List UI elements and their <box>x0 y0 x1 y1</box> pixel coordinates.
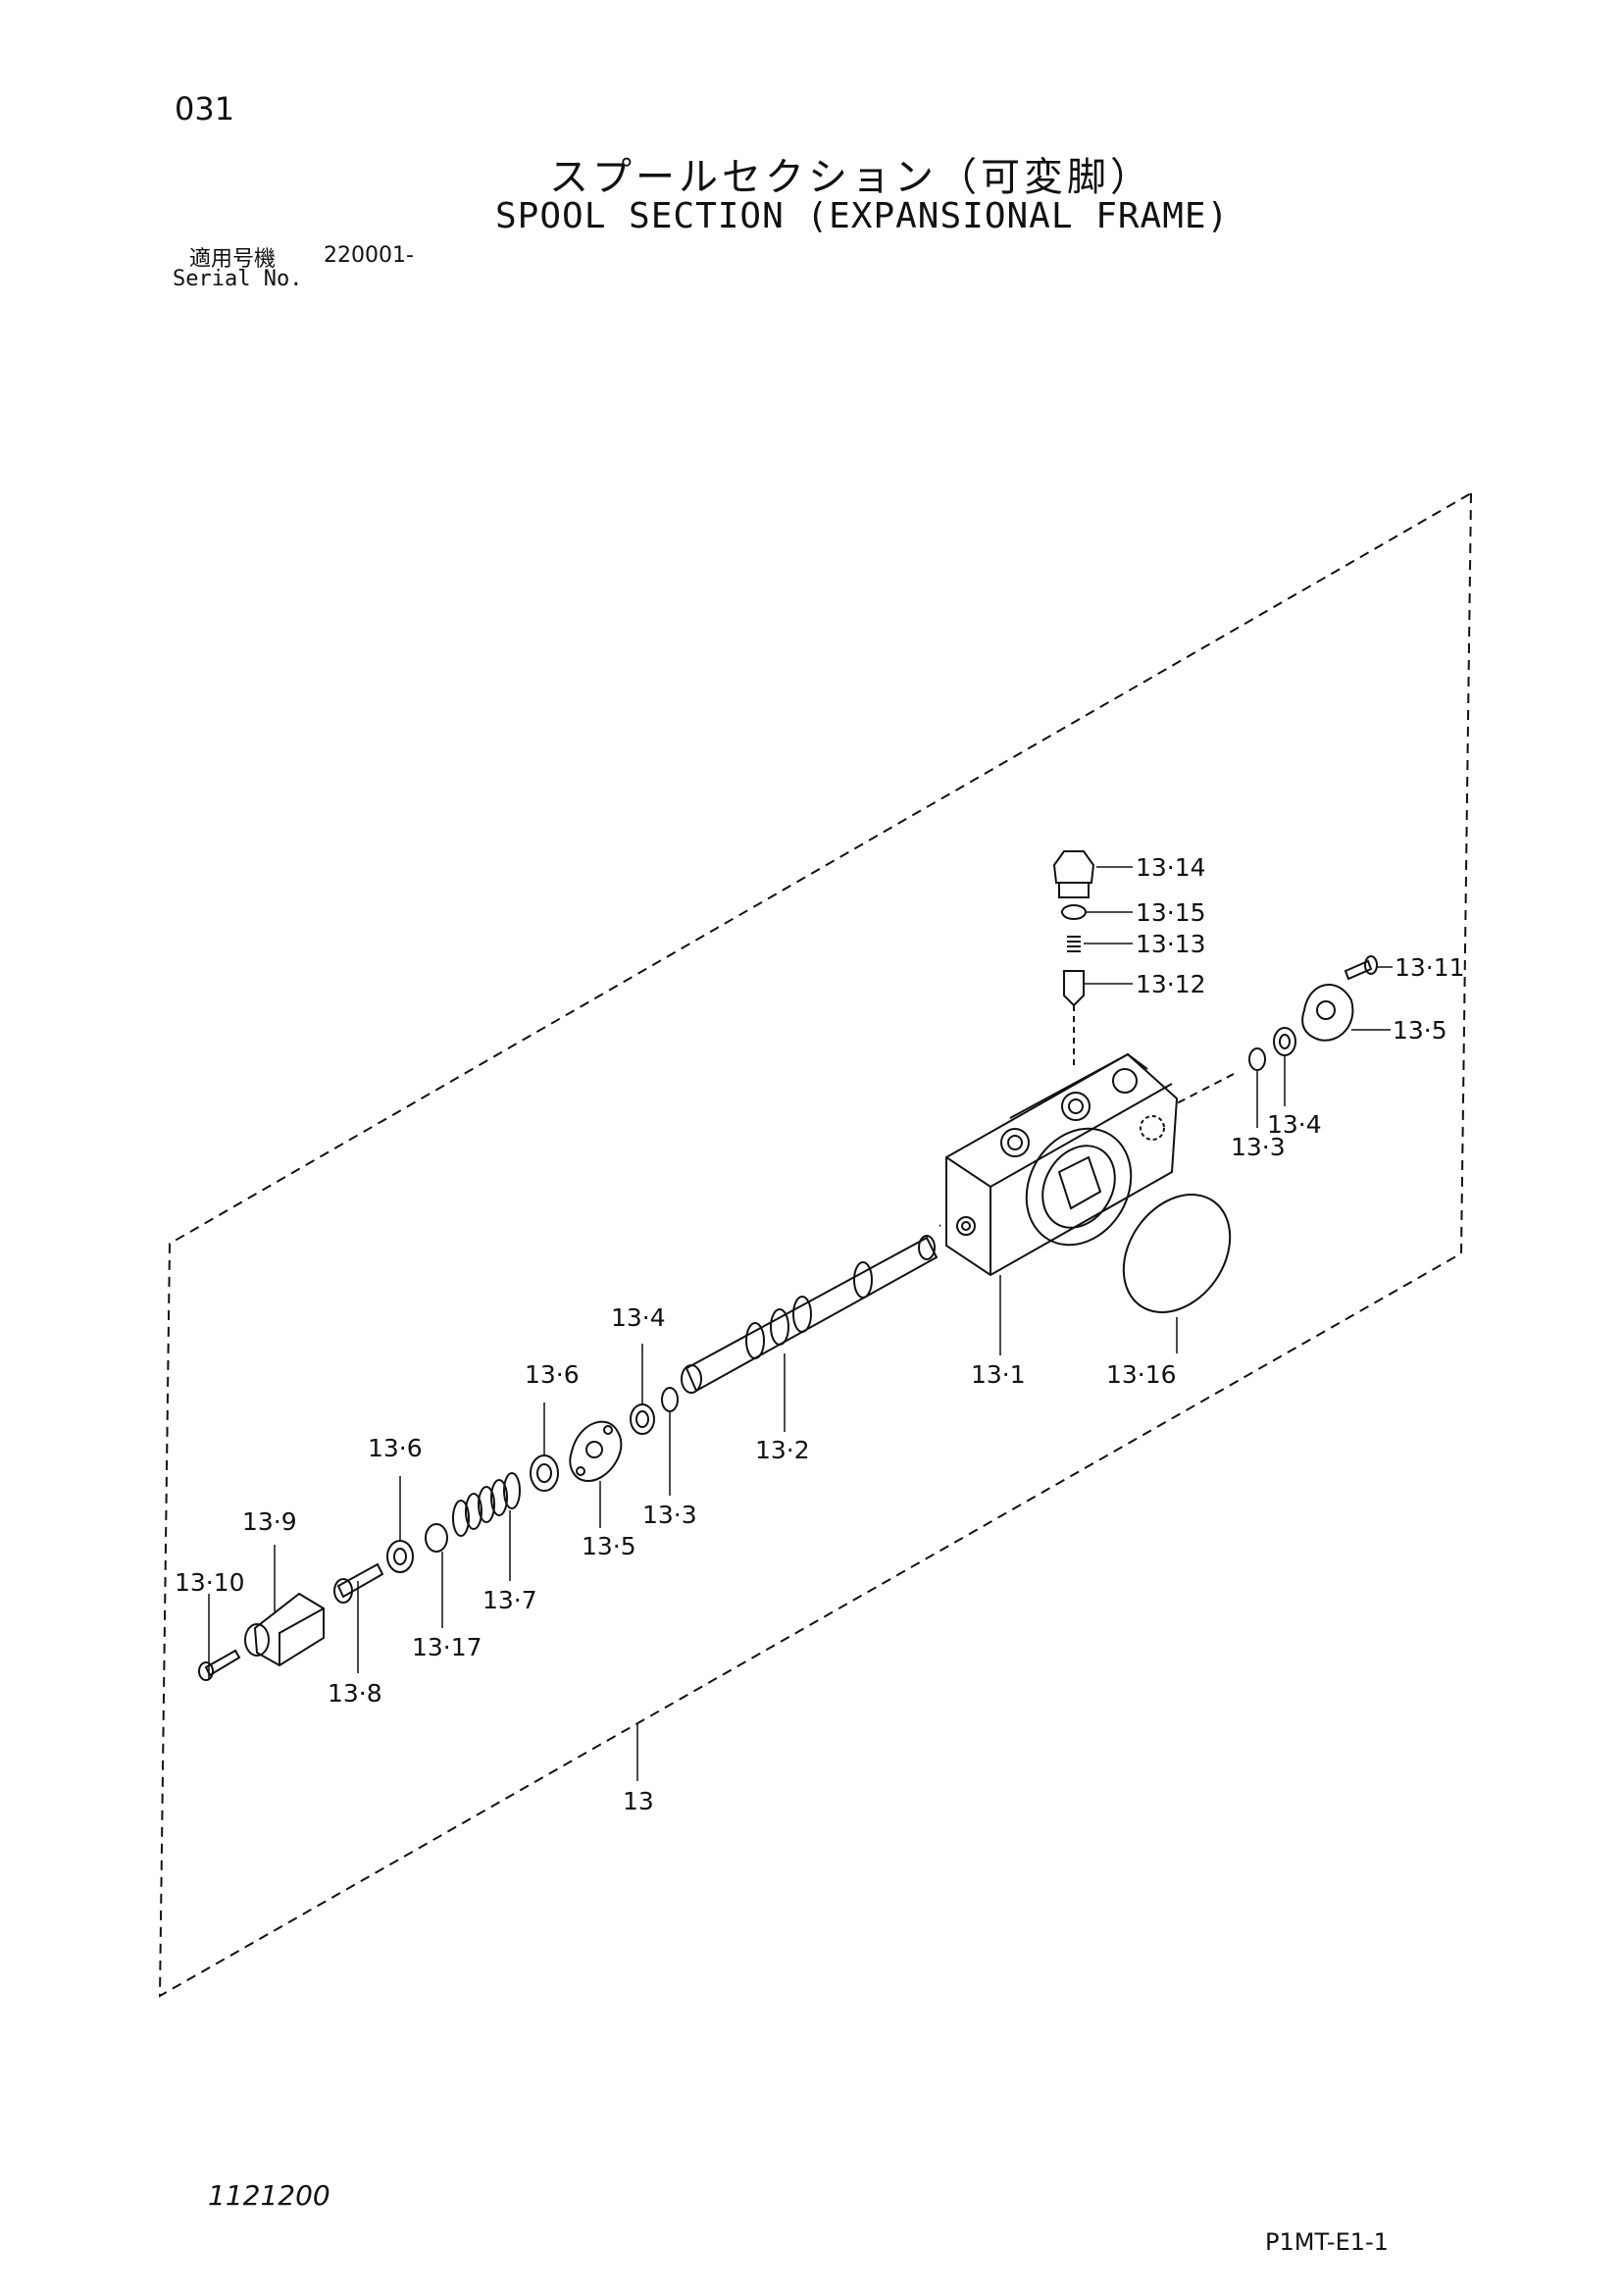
serial-number-value: 220001- <box>324 243 414 268</box>
label-13-15: 13·15 <box>1136 898 1206 927</box>
plug-13-14 <box>1052 850 1095 898</box>
label-13-8: 13·8 <box>328 1679 382 1708</box>
title-english: SPOOL SECTION (EXPANSIONAL FRAME) <box>495 196 1230 236</box>
spring-13-13 <box>1067 936 1081 952</box>
spool-13-2 <box>681 1235 939 1394</box>
bolt-13-8 <box>333 1562 384 1604</box>
label-13-12: 13·12 <box>1136 970 1206 998</box>
label-13-4-left: 13·4 <box>611 1303 666 1332</box>
label-13-1: 13·1 <box>971 1360 1026 1389</box>
page-code: P1MT-E1-1 <box>1265 2228 1389 2256</box>
spring-13-7 <box>452 1472 521 1537</box>
label-13-6-lower: 13·6 <box>368 1434 423 1462</box>
serial-label-english: Serial No. <box>173 267 303 291</box>
assembly-boundary-frame <box>158 491 1473 1998</box>
label-13-3-left: 13·3 <box>642 1501 697 1529</box>
o-ring-13-16 <box>1122 1194 1232 1313</box>
label-13-11: 13·11 <box>1395 953 1465 982</box>
washer-13-17 <box>425 1523 448 1553</box>
cap-13-9 <box>244 1592 325 1667</box>
label-13-3-right: 13·3 <box>1231 1133 1286 1161</box>
o-ring-13-15 <box>1061 904 1087 920</box>
label-13-9: 13·9 <box>242 1507 297 1536</box>
label-13-5-right: 13·5 <box>1393 1016 1447 1045</box>
spring-seat-13-6-upper <box>530 1454 559 1492</box>
plate-13-5-left <box>569 1420 623 1483</box>
label-13-13: 13·13 <box>1136 930 1206 958</box>
o-ring-13-3-left <box>661 1387 679 1412</box>
retainer-13-4-left <box>630 1403 655 1435</box>
label-13-16: 13·16 <box>1106 1360 1177 1389</box>
label-13-4-right: 13·4 <box>1267 1110 1322 1139</box>
valve-body-13-1 <box>945 1052 1179 1277</box>
document-code: 1121200 <box>208 2179 330 2212</box>
o-ring-13-3-right <box>1248 1047 1266 1071</box>
spring-seat-13-6-lower <box>386 1540 414 1573</box>
title-japanese: スプールセクション（可変脚） <box>549 155 1153 200</box>
screw-13-10 <box>198 1649 241 1681</box>
label-13: 13 <box>623 1787 654 1815</box>
label-13-10: 13·10 <box>175 1568 245 1597</box>
label-13-14: 13·14 <box>1136 853 1206 882</box>
poppet-13-12 <box>1063 970 1085 1007</box>
label-13-2: 13·2 <box>755 1436 810 1464</box>
serial-label-japanese: 適用号機 <box>189 247 277 272</box>
retainer-13-4-right <box>1273 1027 1296 1056</box>
label-13-17: 13·17 <box>412 1633 482 1661</box>
label-13-6-upper: 13·6 <box>525 1360 580 1389</box>
screw-13-11 <box>1344 955 1378 981</box>
plate-13-5-right <box>1301 984 1354 1042</box>
spool-axis-line <box>1176 1073 1235 1104</box>
label-13-7: 13·7 <box>482 1586 537 1614</box>
label-13-5-left: 13·5 <box>582 1532 636 1560</box>
page-number: 031 <box>175 90 235 128</box>
